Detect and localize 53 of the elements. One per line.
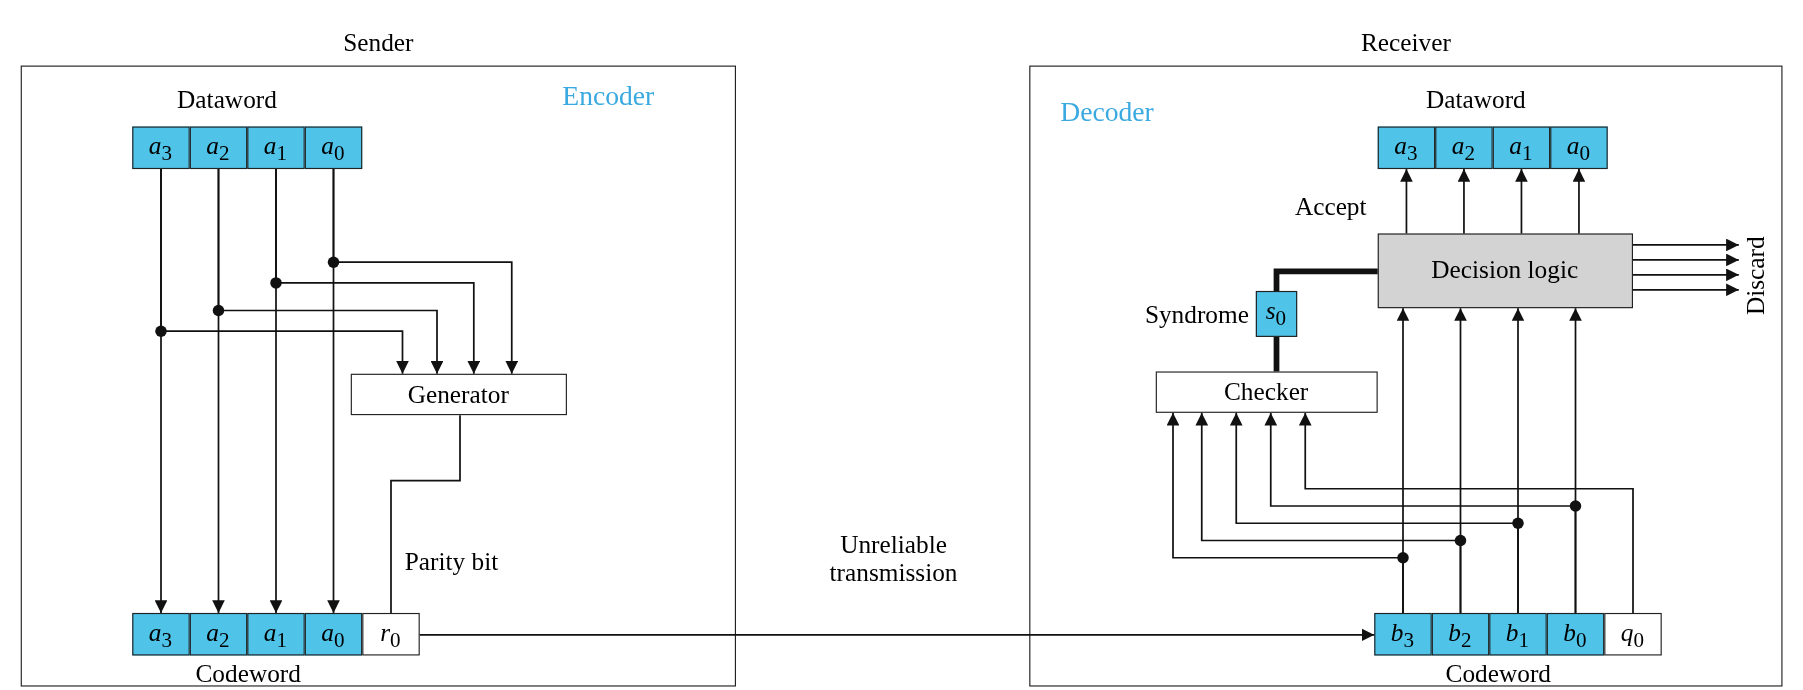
arrow	[1400, 168, 1413, 235]
side-label: Discard	[1738, 217, 1773, 333]
bit-cell: a$_{0}$	[304, 125, 362, 169]
bit-cell: a$_{0}$	[304, 612, 362, 655]
group-label: Dataword	[177, 85, 277, 115]
panel-title: Receiver	[1359, 27, 1452, 58]
arrow	[1195, 412, 1462, 614]
bit-cell: a$_{2}$	[189, 125, 247, 169]
bit-cell: a$_{3}$	[1377, 125, 1435, 169]
arrow	[1264, 412, 1577, 614]
bit-cell: a$_{3}$	[131, 125, 190, 169]
bit-cell: a$_{3}$	[131, 612, 190, 655]
bit-cell: a$_{1}$	[1492, 125, 1550, 169]
bit-cell: q$_{0}$	[1603, 612, 1662, 655]
bit-cell: a$_{2}$	[189, 612, 247, 655]
arrow	[1632, 283, 1740, 297]
side-label: Syndrome	[1144, 300, 1249, 331]
arrow	[1166, 412, 1404, 614]
arrow	[217, 168, 444, 375]
arrow	[332, 168, 519, 375]
bit-cell: s$_{0}$	[1255, 290, 1297, 337]
arrow	[160, 168, 409, 375]
process-box: Generator	[350, 373, 567, 415]
group-label: Codeword	[195, 658, 301, 689]
bit-cell: a$_{0}$	[1549, 125, 1608, 169]
panel-label: Encoder	[562, 80, 655, 112]
arrow	[1572, 168, 1586, 235]
bit-cell: a$_{1}$	[246, 612, 305, 655]
arrow	[1298, 412, 1634, 614]
arrow	[275, 168, 481, 375]
group-label: Codeword	[1445, 658, 1551, 689]
bit-cell: a$_{2}$	[1434, 125, 1493, 169]
bit-cell: a$_{1}$	[246, 125, 305, 169]
arrow	[1632, 253, 1740, 267]
logic-box: Decision logic	[1377, 232, 1633, 308]
process-box: Checker	[1155, 370, 1378, 413]
arrow	[418, 628, 1376, 642]
bit-cell: r$_{0}$	[361, 612, 420, 655]
arrow	[1229, 412, 1519, 614]
bus-line	[1273, 336, 1280, 372]
bit-cell: b$_{1}$	[1488, 612, 1547, 655]
bit-cell: b$_{0}$	[1546, 612, 1604, 655]
bit-cell: b$_{3}$	[1373, 612, 1432, 655]
panel-label: Decoder	[1060, 96, 1154, 128]
arrow	[1515, 168, 1528, 235]
connector-line	[390, 414, 461, 614]
bus-line	[1273, 268, 1378, 291]
group-label: Dataword	[1426, 85, 1526, 115]
arrow	[1632, 268, 1740, 282]
bit-cell: b$_{2}$	[1431, 612, 1489, 655]
arrow	[1457, 168, 1471, 235]
arrow	[1632, 238, 1740, 252]
panel-title: Sender	[342, 27, 415, 58]
